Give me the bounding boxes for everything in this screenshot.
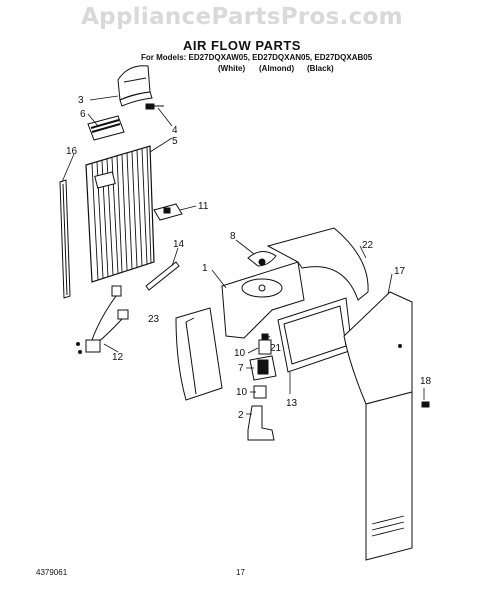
part-17-rear-cover [343,291,413,561]
page-number: 17 [236,568,245,577]
part-5-evaporator-coil [85,145,155,283]
part-4-screw [145,103,164,110]
callout-3: 3 [78,95,84,106]
callout-4: 4 [172,125,178,136]
part-22-top-duct [266,227,369,301]
part-18-screw [421,401,430,408]
callout-17: 17 [394,266,406,277]
part-10-grommet-upper [258,333,272,355]
callout-labels: 3 6 4 5 16 11 14 1 8 22 17 21 10 7 10 2 … [66,95,432,421]
part-6-insulation-block [87,115,125,141]
callout-18: 18 [420,376,432,387]
color-white: (White) [218,64,246,73]
part-13-gasket-frame [277,297,353,373]
watermark-text: AppliancePartsPros.com [81,4,403,30]
part-12-wire-harness [76,285,129,354]
part-16-gasket-strip [59,179,71,299]
callout-5: 5 [172,136,178,147]
callout-13: 13 [286,398,298,409]
diagram-title: AIR FLOW PARTS [183,38,301,53]
part-3-top-duct [117,65,153,107]
part-7-fan-motor [249,355,277,381]
callout-1: 1 [202,263,208,274]
models-line: For Models: ED27DQXAW05, ED27DQXAN05, ED… [141,53,373,62]
callout-14: 14 [173,239,185,250]
part-2-motor-bracket [247,405,275,441]
callout-21: 21 [270,343,282,354]
color-black: (Black) [307,64,334,73]
callout-12: 12 [112,352,124,363]
callout-2: 2 [238,410,244,421]
callout-10-lower: 10 [236,387,248,398]
leader-lines [61,95,425,415]
color-almond: (Almond) [259,64,295,73]
document-number: 4379061 [36,568,68,577]
callout-6: 6 [80,109,86,120]
callout-23: 23 [148,314,160,325]
callout-10-upper: 10 [234,348,246,359]
part-23-air-guide [175,307,223,401]
callout-7: 7 [238,363,244,374]
part-11-clip [153,203,183,221]
callout-11: 11 [198,201,209,212]
callout-22: 22 [362,240,374,251]
callout-16: 16 [66,146,78,157]
part-8-fan-blade [247,251,277,267]
part-14-drain-tube [145,261,180,291]
callout-8: 8 [230,231,236,242]
